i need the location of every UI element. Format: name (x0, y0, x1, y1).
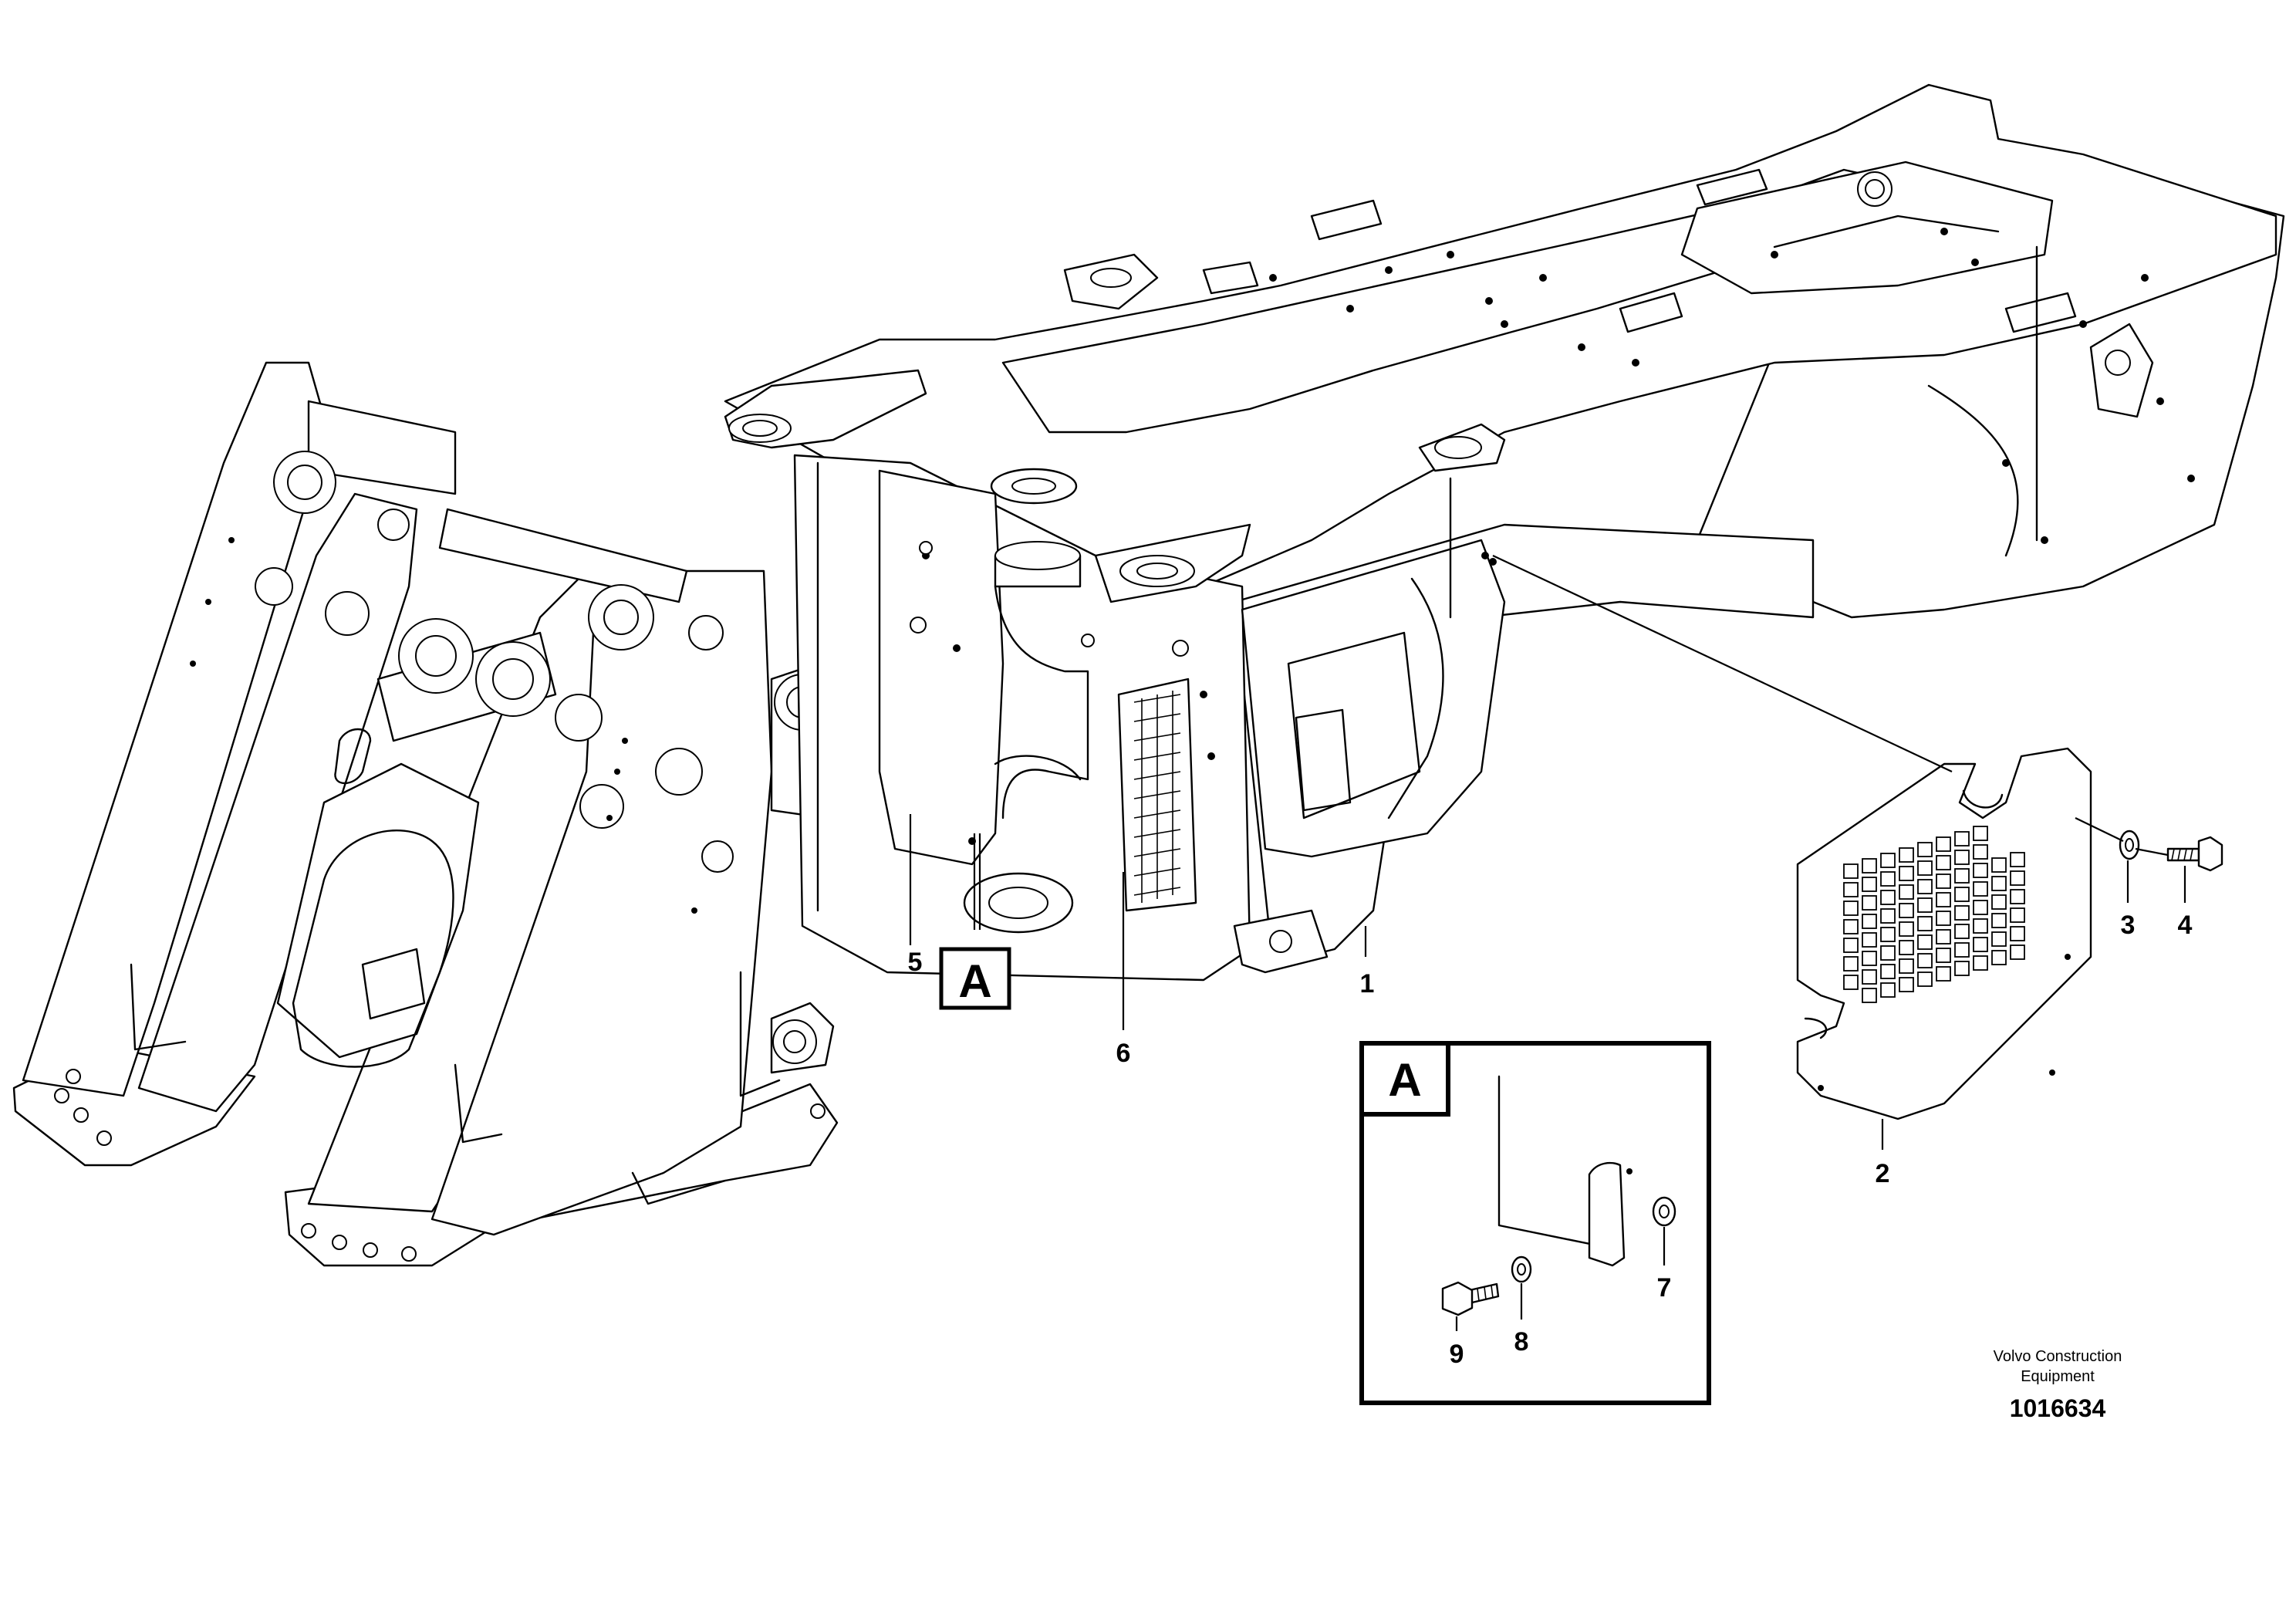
mesh-cell (1917, 916, 1933, 931)
detail-view-a (1359, 1041, 1711, 1405)
credit-line-2: Equipment (2021, 1368, 2095, 1385)
grille-6 (1133, 691, 1181, 903)
callout-4: 4 (2178, 911, 2193, 940)
mesh-cell (1880, 890, 1896, 905)
mesh-cell (1899, 977, 1914, 992)
mesh-cell (1991, 894, 2007, 910)
mesh-cell (1917, 842, 1933, 857)
mesh-cell (1954, 924, 1970, 939)
mesh-cell (1899, 958, 1914, 974)
mesh-cell (1991, 931, 2007, 947)
leader-lines (909, 555, 2186, 1150)
mesh-cell (1917, 897, 1933, 913)
mesh-cell (1899, 921, 1914, 937)
mesh-cell (2010, 907, 2025, 923)
mesh-cell (1880, 871, 1896, 887)
mesh-cell (2010, 944, 2025, 960)
callout-8: 8 (1514, 1327, 1529, 1357)
mesh-cell (1899, 903, 1914, 918)
mesh-cell (1973, 955, 1988, 971)
mesh-cell (1991, 950, 2007, 965)
mesh-cell (1843, 882, 1859, 897)
mesh-cell (2010, 889, 2025, 904)
mesh-cell (1917, 934, 1933, 950)
callout-9: 9 (1450, 1340, 1464, 1369)
mesh-cell (1954, 887, 1970, 902)
mesh-cell (1862, 914, 1877, 929)
mesh-cell (1917, 879, 1933, 894)
callout-5: 5 (908, 948, 923, 977)
callout-2: 2 (1876, 1159, 1890, 1188)
mesh-cell (1843, 919, 1859, 934)
mesh-cell (1973, 863, 1988, 878)
mesh-cell (1862, 932, 1877, 948)
washer-3 (2119, 830, 2140, 860)
mesh-cell (1899, 866, 1914, 881)
mesh-cell (1862, 895, 1877, 911)
mesh-cell (1991, 857, 2007, 873)
callout-1: 1 (1360, 969, 1375, 999)
mesh-cell (1880, 853, 1896, 868)
mesh-cell (1843, 901, 1859, 916)
mesh-cell (1936, 855, 1951, 870)
rear-frame (724, 83, 2285, 982)
mesh-cell (1843, 938, 1859, 953)
mesh-cell (1991, 913, 2007, 928)
mesh-cell (1843, 975, 1859, 990)
mesh-cell (1973, 826, 1988, 841)
mesh-cell (1899, 940, 1914, 955)
mesh-cell (1899, 847, 1914, 863)
screw-4 (2166, 836, 2223, 872)
mesh-cell (1880, 908, 1896, 924)
mesh-cell (1917, 972, 1933, 987)
mesh-cell (1936, 911, 1951, 926)
mesh-cell (1954, 942, 1970, 958)
callout-6: 6 (1116, 1039, 1131, 1068)
mesh-cell (1954, 961, 1970, 976)
mesh-cell (1936, 929, 1951, 944)
detail-reference-marker (939, 947, 1011, 1010)
mesh-cell (1973, 918, 1988, 934)
detail-reference-label: A (958, 955, 991, 1007)
mesh-cell (1862, 877, 1877, 892)
callout-7: 7 (1657, 1273, 1672, 1303)
mesh-cell (1917, 953, 1933, 968)
detail-box-label: A (1388, 1054, 1421, 1106)
mesh-cell (1954, 868, 1970, 884)
mesh-cell (1880, 964, 1896, 979)
mesh-cell (1862, 988, 1877, 1003)
mesh-cell (1936, 874, 1951, 889)
mesh-cell (1954, 905, 1970, 921)
mesh-cell (1936, 836, 1951, 852)
mesh-cell (1954, 831, 1970, 846)
mesh-cell (1936, 966, 1951, 982)
cover-plate-grid (1843, 826, 2025, 1003)
mesh-cell (1973, 881, 1988, 897)
mesh-cell (1917, 860, 1933, 876)
mesh-cell (1862, 951, 1877, 966)
mesh-cell (1862, 858, 1877, 874)
mesh-cell (1843, 956, 1859, 972)
mesh-cell (1880, 927, 1896, 942)
mesh-cell (1954, 850, 1970, 865)
credit-line-1: Volvo Construction (1994, 1348, 2122, 1365)
mesh-cell (1973, 844, 1988, 860)
mesh-cell (1862, 969, 1877, 985)
mesh-cell (1936, 948, 1951, 963)
mesh-cell (1843, 863, 1859, 879)
callout-3: 3 (2121, 911, 2136, 940)
mesh-cell (1880, 945, 1896, 961)
mesh-cell (1936, 892, 1951, 907)
mesh-cell (1973, 937, 1988, 952)
mesh-cell (1899, 884, 1914, 900)
mesh-cell (2010, 926, 2025, 941)
document-number: 1016634 (2010, 1394, 2106, 1422)
mesh-cell (1973, 900, 1988, 915)
front-frame (12, 361, 842, 1267)
mesh-cell (2010, 870, 2025, 886)
mesh-cell (1991, 876, 2007, 891)
mesh-cell (1880, 982, 1896, 998)
mesh-cell (2010, 852, 2025, 867)
